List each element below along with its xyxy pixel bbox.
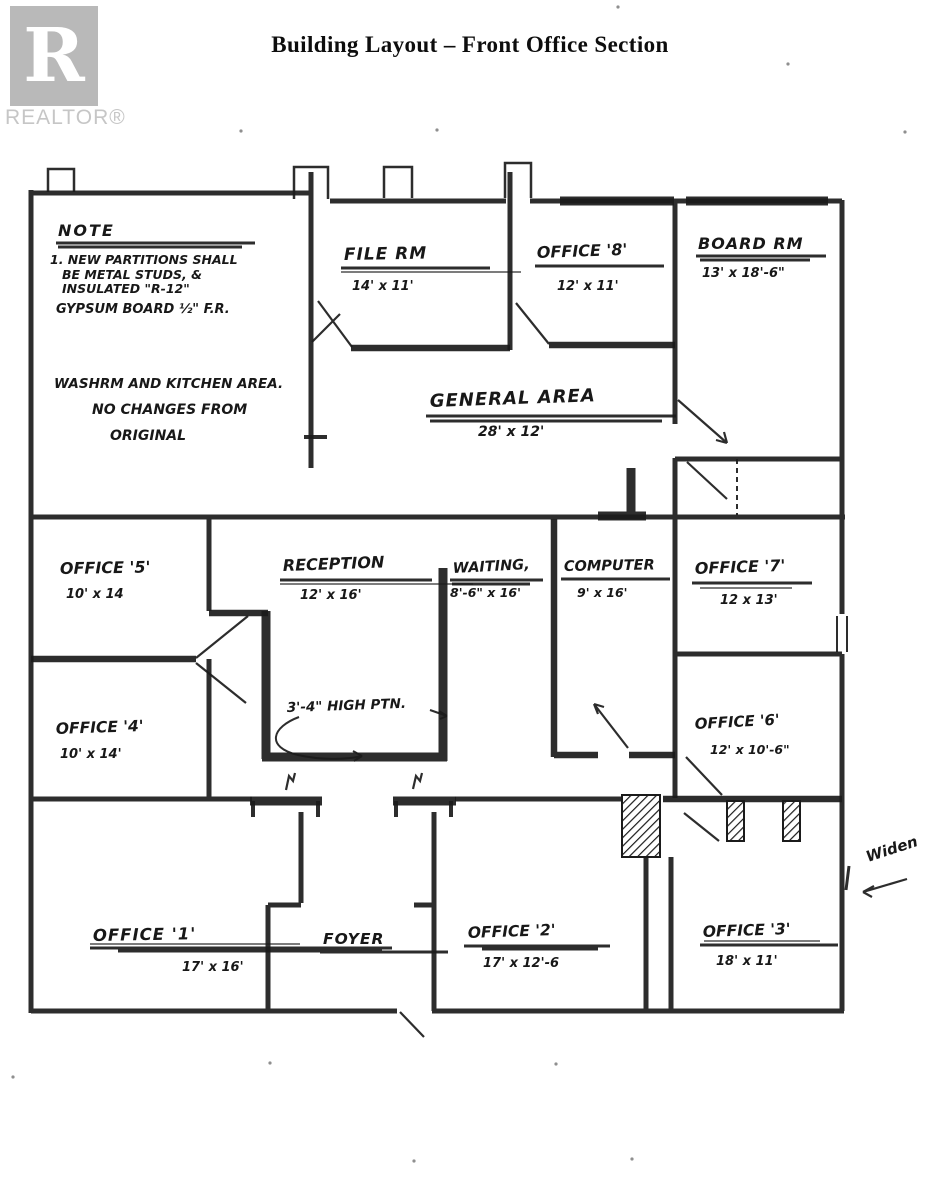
- room-label-office-3: OFFICE '3' 18' x 11': [703, 920, 791, 969]
- room-label-reception: RECEPTION 12' x 16': [282, 552, 385, 603]
- label-underlines: [56, 241, 838, 954]
- pilaster-outlines: [46, 161, 533, 199]
- room-name: OFFICE '1': [93, 924, 197, 945]
- window-marks: [836, 616, 848, 652]
- note-heading: NOTE: [58, 221, 115, 240]
- speckle: [412, 1159, 416, 1163]
- scan-speckles: [11, 5, 907, 1163]
- room-label-office-2: OFFICE '2' 17' x 12'-6: [468, 921, 560, 971]
- note-line: ORIGINAL: [110, 428, 186, 444]
- hatched-partition-stub: [782, 800, 801, 842]
- room-dims: 10' x 14': [60, 747, 122, 762]
- speckle: [554, 1062, 558, 1066]
- speckle: [239, 129, 243, 133]
- partition-note-leader: [275, 709, 448, 762]
- room-name: GENERAL AREA: [429, 385, 596, 412]
- room-name: WAITING,: [452, 557, 530, 577]
- room-label-file-rm: FILE RM 14' x 11': [344, 244, 428, 294]
- speckle: [11, 1075, 15, 1079]
- wall-cap-ticks: [251, 435, 453, 817]
- room-dims: 13' x 18'-6": [702, 266, 785, 281]
- room-name: OFFICE '6': [694, 711, 780, 733]
- room-name: OFFICE '5': [60, 557, 151, 578]
- room-dims: 9' x 16': [577, 585, 628, 600]
- room-label-office-1: OFFICE '1' 17' x 16': [93, 924, 244, 975]
- hatched-partitions: [621, 794, 801, 858]
- realtor-logo-label: REALTOR®: [5, 106, 126, 129]
- widen-tick: [844, 865, 851, 891]
- speckle: [268, 1061, 272, 1065]
- room-label-office-8: OFFICE '8' 12' x 11': [536, 240, 627, 294]
- room-dims: 14' x 11': [352, 279, 414, 294]
- room-dims: 28' x 12': [478, 424, 544, 440]
- speckle: [435, 128, 439, 132]
- widen-arrow: [862, 877, 908, 898]
- speckle: [903, 130, 907, 134]
- room-dims: 18' x 11': [716, 954, 778, 969]
- note-line: INSULATED "R-12": [62, 281, 190, 296]
- speckle: [616, 5, 620, 9]
- room-label-foyer: FOYER: [323, 930, 384, 948]
- speckle: [630, 1157, 634, 1161]
- hatched-partition-block: [621, 794, 661, 858]
- room-name: OFFICE '2': [468, 921, 556, 942]
- room-name: FOYER: [323, 930, 384, 948]
- room-name: COMPUTER: [564, 557, 655, 575]
- underline-thin-strokes: [90, 271, 820, 945]
- note-line: NO CHANGES FROM: [92, 402, 247, 418]
- widen-note: Widen: [864, 832, 920, 866]
- walls: [28, 161, 848, 1014]
- wall-lines-medium: [31, 341, 842, 803]
- door-swings: [195, 300, 738, 1038]
- room-label-waiting: WAITING, 8'-6" x 16': [450, 557, 530, 600]
- hatched-partition-stub: [726, 800, 745, 842]
- door-leaf-lines: [195, 300, 729, 1038]
- room-name: OFFICE '4': [56, 717, 144, 738]
- underline-strokes: [56, 241, 838, 954]
- note-line: GYPSUM BOARD ½" F.R.: [56, 302, 230, 317]
- room-dims: 12 x 13': [720, 593, 778, 608]
- room-dims: 12' x 11': [557, 279, 619, 294]
- room-label-computer: COMPUTER 9' x 16': [564, 557, 655, 600]
- room-dims: 12' x 10'-6": [710, 742, 790, 757]
- room-name: RECEPTION: [282, 552, 385, 575]
- room-label-general-area: GENERAL AREA 28' x 12': [429, 385, 596, 440]
- note-block: NOTE 1. NEW PARTITIONS SHALL BE METAL ST…: [50, 221, 283, 444]
- room-name: OFFICE '7': [694, 556, 785, 578]
- note-line: BE METAL STUDS, &: [62, 267, 202, 282]
- room-dims: 8'-6" x 16': [450, 585, 521, 600]
- room-name: OFFICE '3': [703, 920, 791, 941]
- room-labels: FILE RM 14' x 11' OFFICE '8' 12' x 11' B…: [56, 234, 804, 975]
- room-dims: 17' x 16': [182, 960, 244, 975]
- page-title: Building Layout – Front Office Section: [271, 32, 669, 57]
- room-dims: 17' x 12'-6: [483, 956, 559, 971]
- room-label-office-6: OFFICE '6' 12' x 10'-6": [694, 711, 789, 757]
- realtor-logo: R: [10, 6, 98, 106]
- speckle: [786, 62, 790, 66]
- room-dims: 12' x 16': [300, 588, 362, 603]
- room-label-board-rm: BOARD RM 13' x 18'-6": [698, 234, 804, 281]
- room-label-office-5: OFFICE '5' 10' x 14: [60, 557, 151, 602]
- room-label-office-4: OFFICE '4' 10' x 14': [56, 717, 144, 762]
- note-line: 1. NEW PARTITIONS SHALL: [50, 252, 238, 267]
- realtor-logo-r-glyph: R: [23, 13, 85, 99]
- room-label-office-7: OFFICE '7' 12 x 13': [694, 556, 785, 608]
- partition-height-note: 3'-4" HIGH PTN.: [287, 696, 407, 716]
- note-line: WASHRM AND KITCHEN AREA.: [54, 376, 283, 392]
- room-name: FILE RM: [344, 244, 428, 265]
- room-name: BOARD RM: [698, 234, 804, 253]
- room-name: OFFICE '8': [536, 240, 627, 262]
- room-dims: 10' x 14: [66, 587, 124, 602]
